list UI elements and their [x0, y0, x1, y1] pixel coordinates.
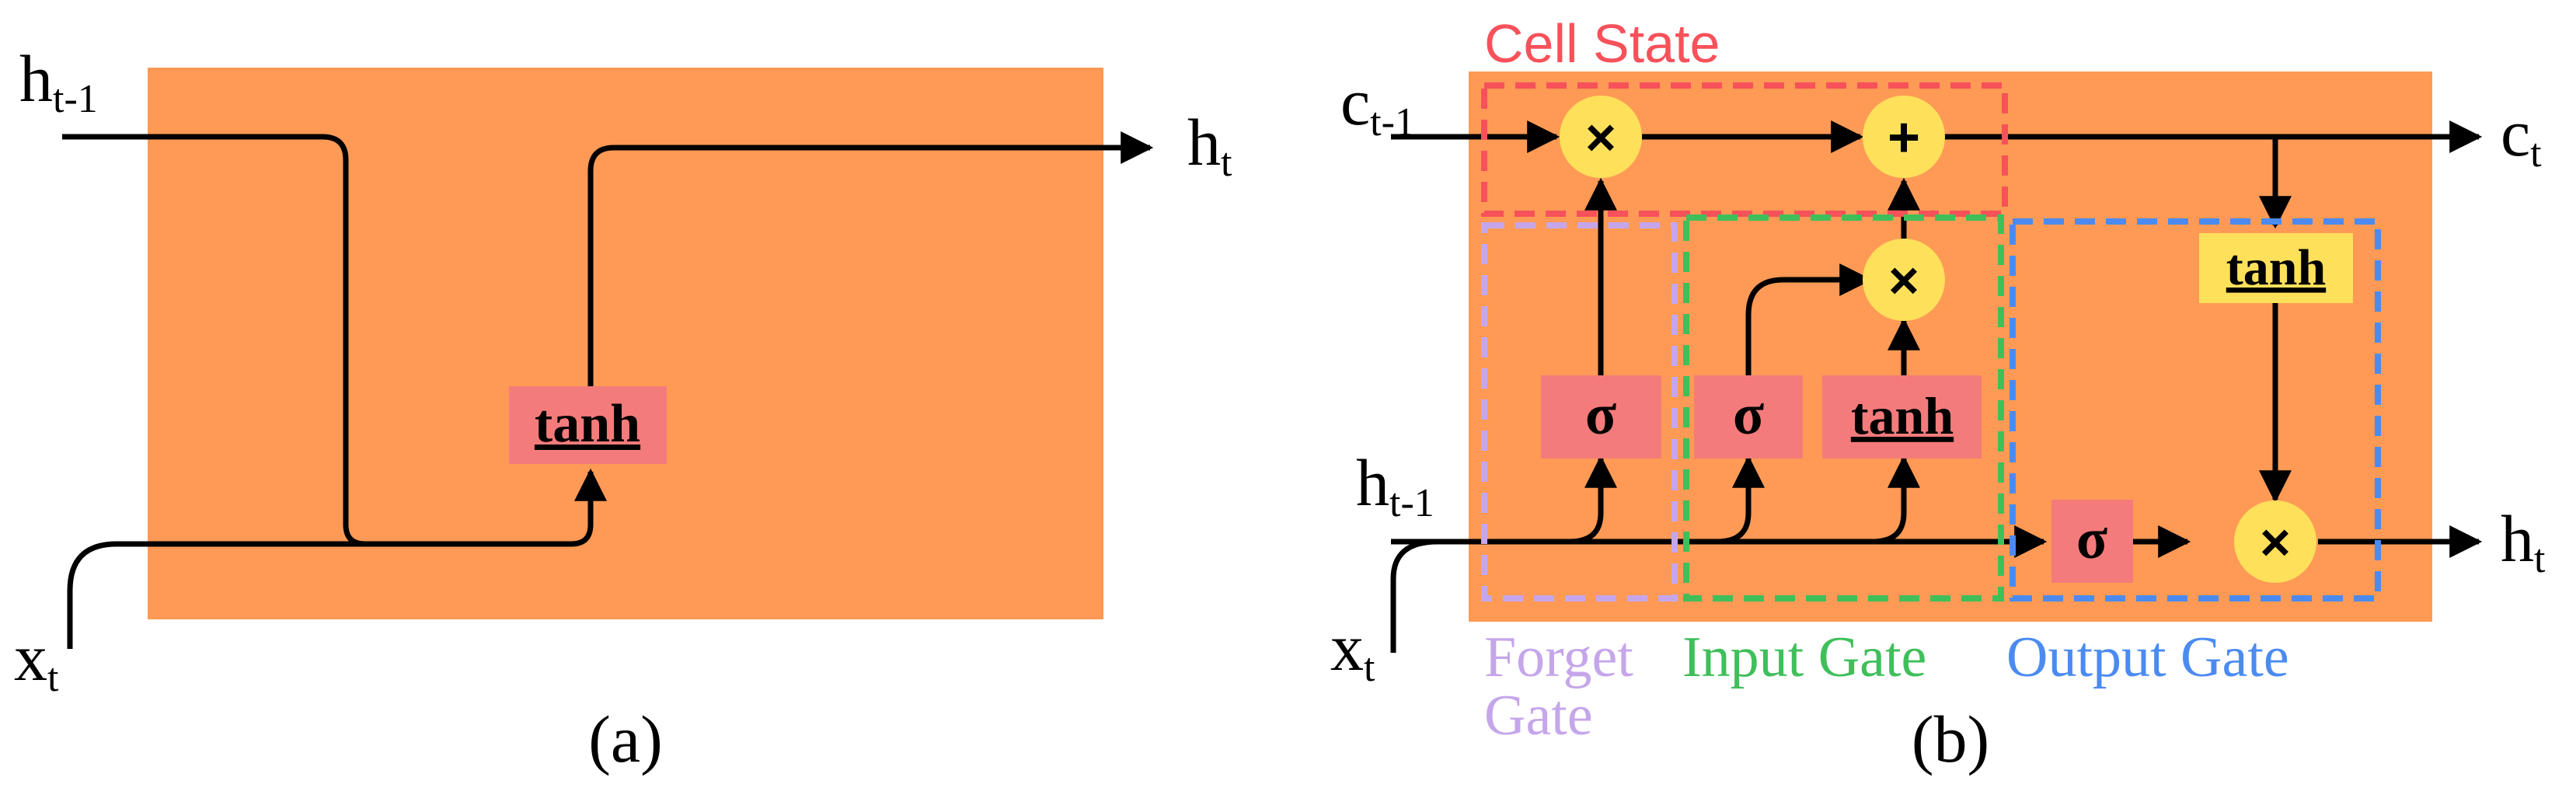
output-mult-op — [2234, 500, 2316, 583]
rnn-block — [148, 68, 1103, 619]
x-input-label-b: xt — [1330, 610, 1375, 690]
panel-a-caption: (a) — [588, 702, 662, 776]
input-tanh-label: tanh — [1851, 386, 1954, 445]
cell-add-symbol: + — [1888, 106, 1920, 169]
forget-mult-symbol: × — [1585, 108, 1616, 167]
x-input-label: xt — [14, 620, 59, 700]
h-prev-label: ht-1 — [19, 41, 98, 121]
input-gate-label: Input Gate — [1682, 626, 1926, 689]
tanh-box — [509, 386, 667, 464]
cell-tanh-label: tanh — [2226, 239, 2326, 296]
h-out-line — [587, 131, 1154, 400]
output-sigma-box — [2051, 500, 2133, 583]
input-sigma-label: σ — [1733, 383, 1764, 447]
output-sigma-label: σ — [2076, 507, 2107, 571]
forget-mult-op — [1560, 96, 1642, 178]
panel-b-caption: (b) — [1912, 702, 1989, 776]
forget-gate-region — [1481, 222, 1678, 601]
forget-gate-label-line2: Gate — [1484, 684, 1593, 748]
panel-b-lstm: × + × × σ σ tanh tanh σ Cell State Forge… — [1330, 13, 2546, 776]
cell-add-op — [1863, 96, 1945, 178]
x-input-line — [67, 541, 365, 649]
input-mult-symbol: × — [1888, 251, 1919, 310]
cell-state-region — [1481, 82, 2008, 217]
h-prev-label-b: ht-1 — [1356, 445, 1434, 525]
cell-state-label: Cell State — [1484, 13, 1720, 74]
forget-sigma-label: σ — [1585, 383, 1616, 447]
h-out-label-b: ht — [2501, 501, 2546, 581]
h-prev-line — [62, 134, 607, 547]
cell-tanh-box — [2199, 233, 2353, 303]
input-gate-region — [1683, 214, 2004, 601]
input-tanh-in — [1872, 455, 1920, 545]
forget-sigma-in — [1569, 455, 1617, 545]
output-mult-symbol: × — [2260, 513, 2291, 572]
forget-gate-label-line1: Forget — [1484, 626, 1633, 689]
forget-sigma-box — [1541, 375, 1661, 459]
input-sigma-box — [1694, 375, 1803, 459]
c-out-label: ct — [2501, 96, 2542, 176]
h-out-label: ht — [1187, 105, 1232, 185]
tanh-label: tanh — [535, 394, 640, 454]
input-tanh-box — [1822, 375, 1982, 459]
output-gate-label: Output Gate — [2006, 626, 2289, 689]
x-input-line-b — [1390, 539, 1438, 653]
input-mult-op — [1863, 239, 1945, 321]
panel-a-simple-rnn: tanh ht-1 xt ht (a) — [14, 41, 1232, 776]
input-sigma-out — [1745, 263, 1873, 375]
c-prev-label: ct-1 — [1340, 65, 1415, 145]
input-sigma-in — [1717, 455, 1765, 545]
